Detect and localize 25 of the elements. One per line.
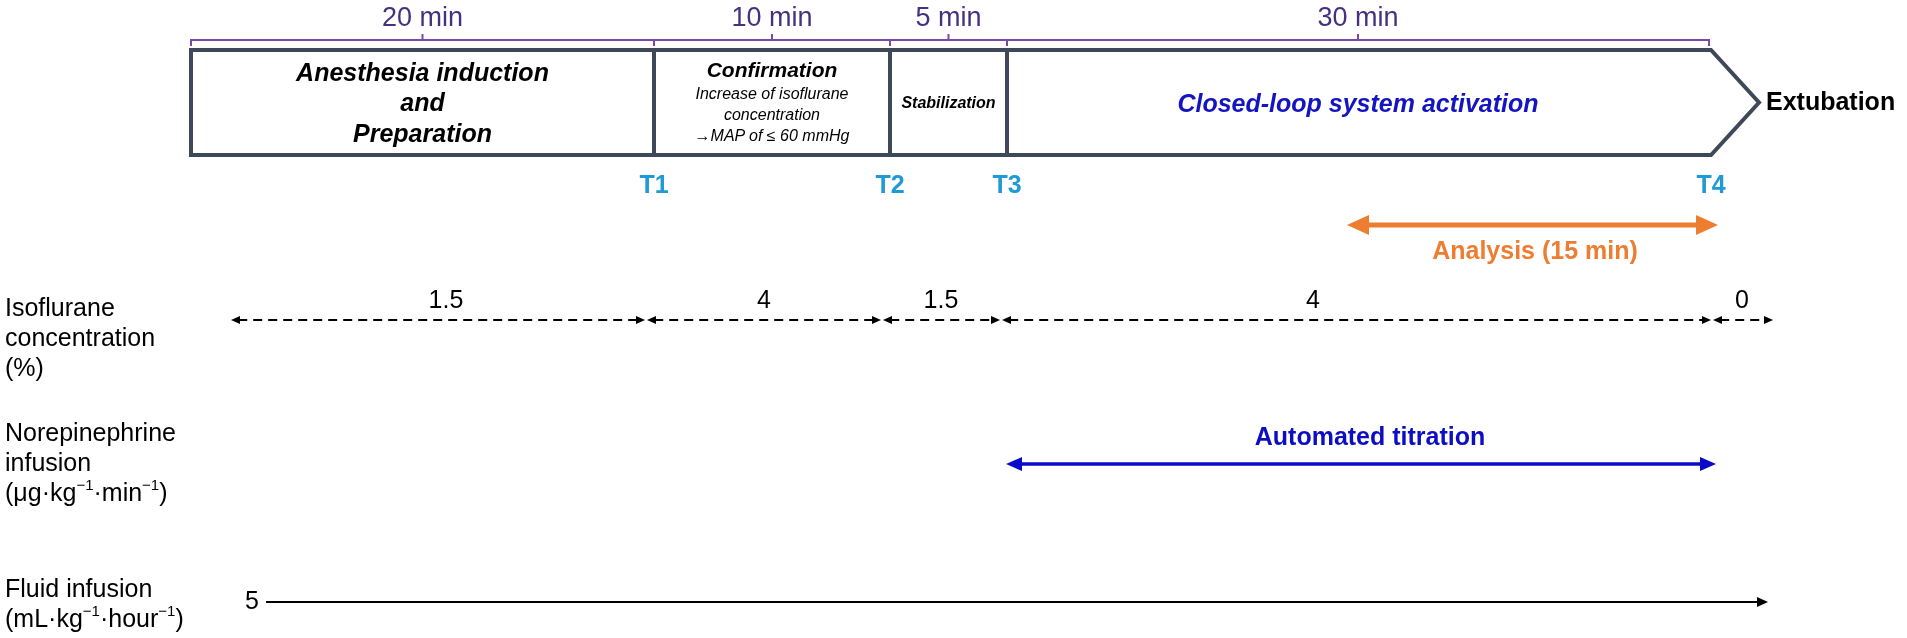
duration-label: 30 min <box>1317 3 1399 33</box>
row-label: Fluid infusion (mL·kg$^{−1}$·hour$^{−1}$) <box>5 573 185 633</box>
interval-label: Analysis (15 min) <box>1432 237 1638 265</box>
duration-label: 10 min <box>731 3 813 33</box>
value-label: 5 <box>245 587 259 615</box>
row-label: Isoflurane concentration (%) <box>5 292 157 382</box>
end-label: Extubation <box>1766 88 1896 116</box>
duration-label: 5 min <box>915 3 982 33</box>
row-label: Norepinephrine infusion (μg·kg$^{−1}$·min$^{−1}$) <box>5 417 177 507</box>
value-label: 4 <box>757 286 771 314</box>
value-label: 4 <box>1306 286 1320 314</box>
timepoint-label: T4 <box>1696 171 1726 199</box>
timepoint-label: T2 <box>875 171 905 199</box>
phase-title: Confirmation <box>706 58 838 83</box>
phase-label: Anesthesia induction and Preparation <box>296 56 549 149</box>
phase-description: Increase of isoflurane concentration →MAP of ≤ 60 mmHg <box>694 84 850 146</box>
phase-label: Closed-loop system activation <box>1177 87 1539 118</box>
value-label: 1.5 <box>428 286 464 314</box>
duration-label: 20 min <box>382 3 463 33</box>
phase-label: Stabilization <box>901 92 996 113</box>
interval-label: Automated titration <box>1254 423 1486 451</box>
value-label: 0 <box>1735 286 1749 314</box>
value-label: 1.5 <box>923 286 959 314</box>
timepoint-label: T3 <box>992 171 1022 199</box>
timepoint-label: T1 <box>639 171 669 199</box>
